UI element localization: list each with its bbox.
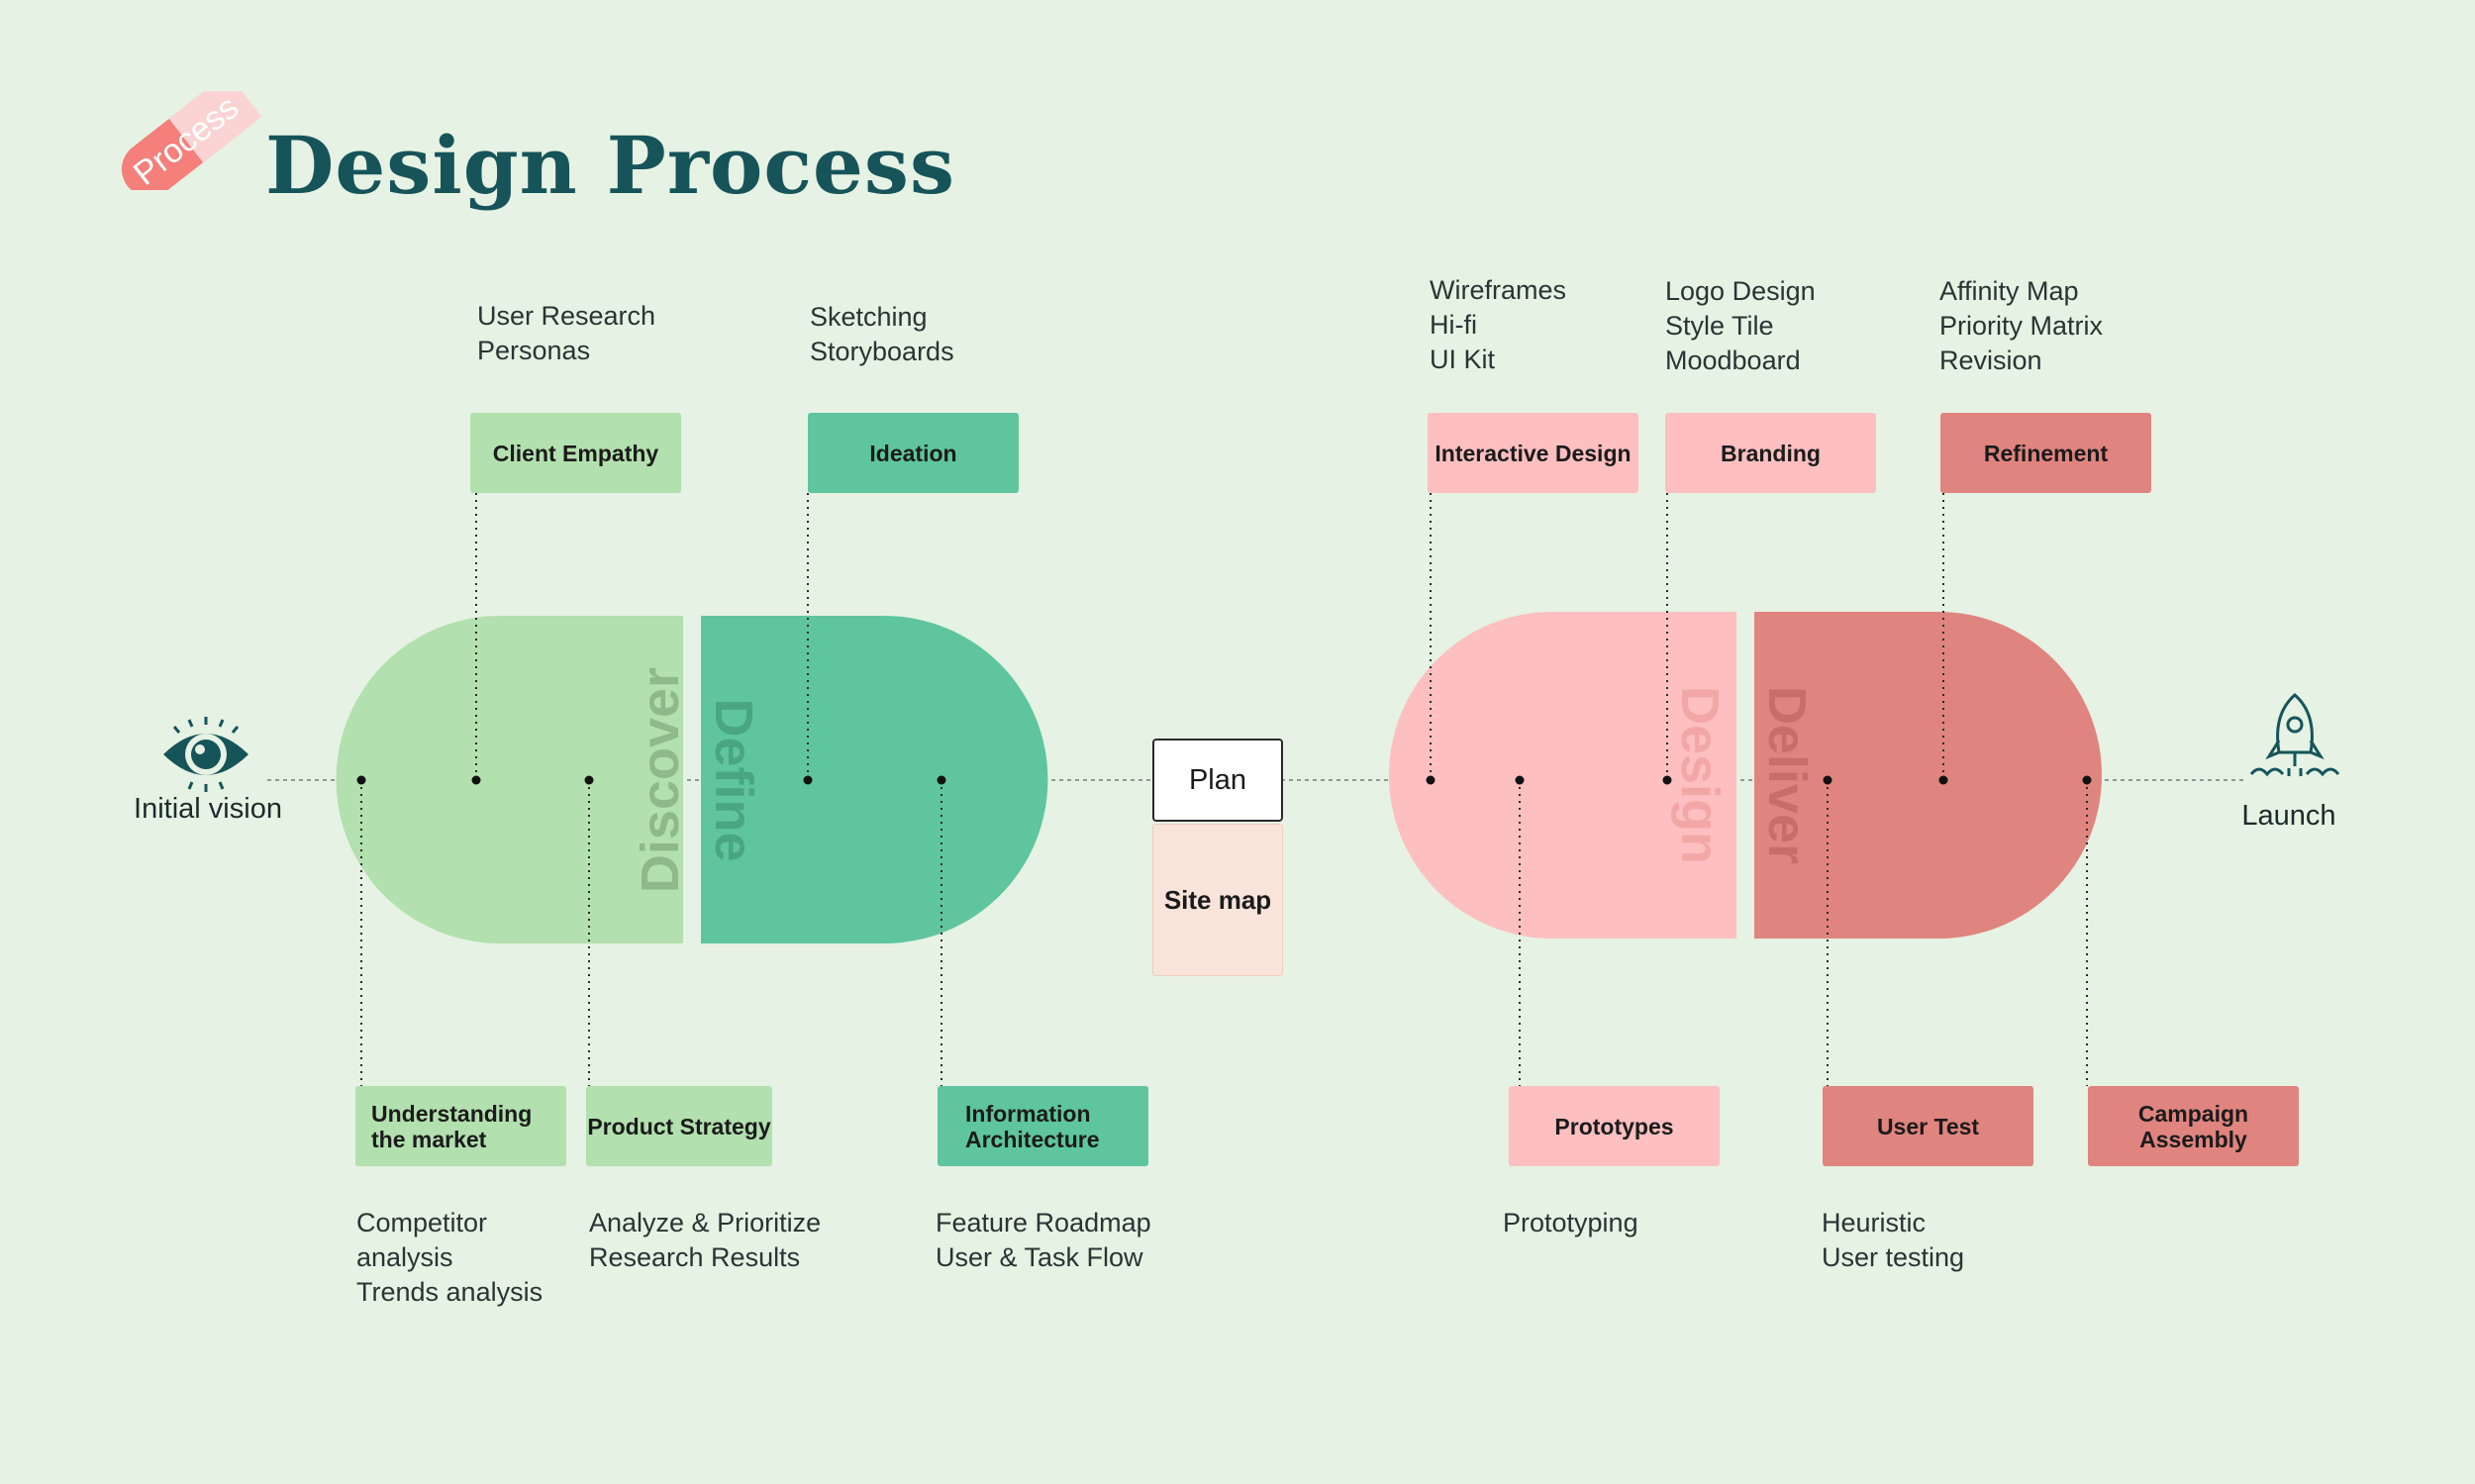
box-information-architecture: Information Architecture: [938, 1086, 1148, 1166]
process-pill-logo: Process: [121, 91, 262, 190]
notes-ideation: Sketching Storyboards: [810, 302, 954, 366]
notes-branding: Logo Design Style Tile Moodboard: [1665, 276, 1816, 375]
plan-box: Plan: [1152, 739, 1283, 822]
phase-discover: Discover: [631, 667, 690, 893]
box-campaign-assembly: Campaign Assembly: [2088, 1086, 2299, 1166]
box-product-strategy: Product Strategy: [586, 1086, 772, 1166]
notes-client-empathy: User Research Personas: [477, 301, 656, 365]
box-client-empathy: Client Empathy: [470, 413, 681, 493]
box-branding: Branding: [1665, 413, 1876, 493]
notes-prototypes: Prototyping: [1503, 1208, 1638, 1237]
eye-icon: [163, 717, 248, 792]
box-interactive-design: Interactive Design: [1428, 413, 1638, 493]
box-ideation: Ideation: [808, 413, 1019, 493]
sitemap-box: Site map: [1152, 824, 1283, 976]
notes-product-strategy: Analyze & Prioritize Research Results: [589, 1208, 822, 1272]
phase-deliver: Deliver: [1757, 686, 1817, 864]
phase-design: Design: [1670, 686, 1730, 864]
page-title: Design Process: [265, 119, 956, 212]
notes-interactive-design: Wireframes Hi-fi UI Kit: [1430, 275, 1567, 374]
rocket-icon: [2249, 693, 2340, 777]
notes-understanding-market: Competitor analysis Trends analysis: [356, 1208, 544, 1307]
notes-refinement: Affinity Map Priority Matrix Revision: [1939, 276, 2104, 375]
deliver-shape: [1754, 612, 2102, 939]
define-shape: [701, 616, 1048, 943]
design-shape: [1389, 612, 1736, 939]
box-understanding-market: Understanding the market: [355, 1086, 566, 1166]
end-label: Launch: [2241, 800, 2336, 832]
start-label: Initial vision: [134, 793, 282, 825]
box-user-test: User Test: [1823, 1086, 2033, 1166]
box-prototypes: Prototypes: [1509, 1086, 1720, 1166]
box-refinement: Refinement: [1940, 413, 2151, 493]
phase-define: Define: [704, 698, 763, 861]
notes-information-architecture: Feature Roadmap User & Task Flow: [936, 1208, 1151, 1272]
discover-shape: [336, 616, 683, 943]
notes-user-test: Heuristic User testing: [1822, 1208, 1965, 1272]
